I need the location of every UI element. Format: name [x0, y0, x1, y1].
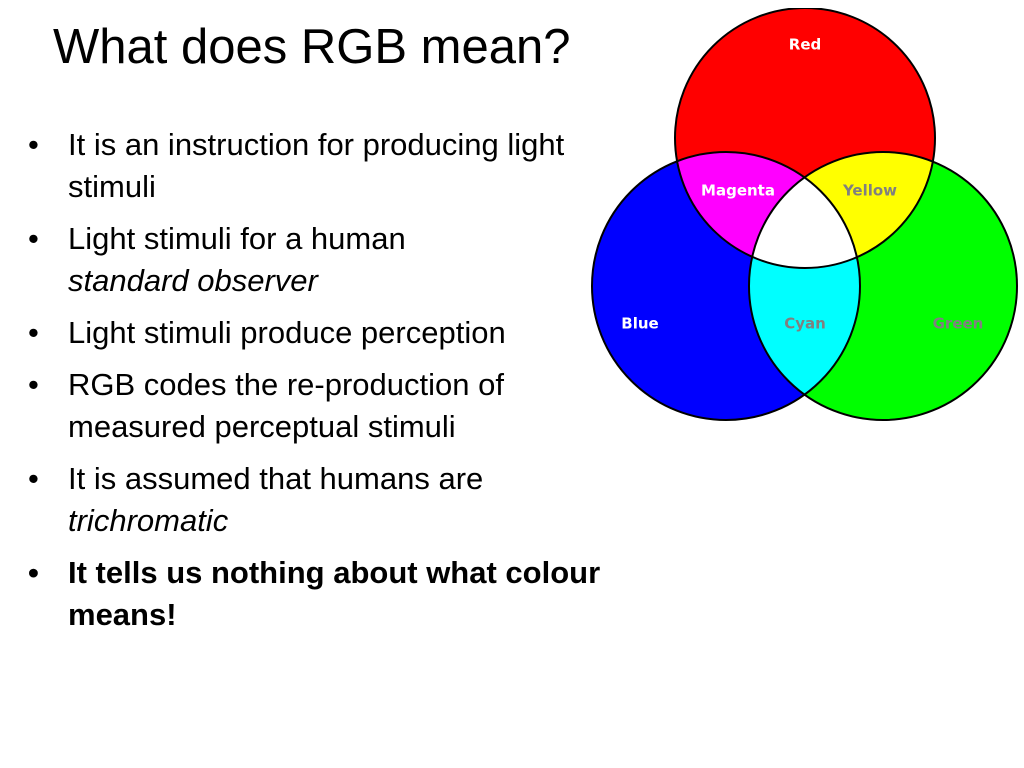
bullet-item: • Light stimuli produce perception — [28, 312, 648, 354]
white-center-region — [749, 152, 860, 268]
label-cyan: Cyan — [784, 315, 826, 333]
bullet-text: RGB codes the re-production of measured … — [68, 367, 504, 444]
bullet-item: • RGB codes the re-production of measure… — [28, 364, 648, 448]
bullet-icon: • — [28, 555, 39, 590]
bullet-item: • It tells us nothing about what colour … — [28, 552, 648, 636]
bullet-icon: • — [28, 461, 39, 496]
bullet-item: • It is an instruction for producing lig… — [28, 124, 648, 208]
bullet-icon: • — [28, 221, 39, 256]
bullet-icon: • — [28, 127, 39, 162]
label-yellow: Yellow — [842, 182, 897, 200]
bullet-emphasis: trichromatic — [68, 503, 229, 538]
bullet-item: • It is assumed that humans are trichrom… — [28, 458, 648, 542]
venn-outlines — [591, 8, 1018, 421]
bullet-list: • It is an instruction for producing lig… — [28, 124, 648, 646]
bullet-text: It is assumed that humans are — [68, 461, 484, 496]
label-red: Red — [789, 36, 821, 54]
bullet-text: Light stimuli for a human — [68, 221, 406, 256]
bullet-icon: • — [28, 315, 39, 350]
slide-title: What does RGB mean? — [53, 20, 571, 74]
label-green: Green — [933, 315, 984, 333]
label-magenta: Magenta — [701, 182, 775, 200]
bullet-text: It tells us nothing about what colour me… — [68, 555, 601, 632]
rgb-venn-diagram: Red Magenta Yellow Blue Cyan Green — [591, 8, 1018, 421]
bullet-item: • Light stimuli for a human standard obs… — [28, 218, 648, 302]
bullet-emphasis: standard observer — [68, 263, 318, 298]
bullet-icon: • — [28, 367, 39, 402]
bullet-text: It is an instruction for producing light… — [68, 127, 565, 204]
bullet-text: Light stimuli produce perception — [68, 315, 506, 350]
label-blue: Blue — [621, 315, 658, 333]
